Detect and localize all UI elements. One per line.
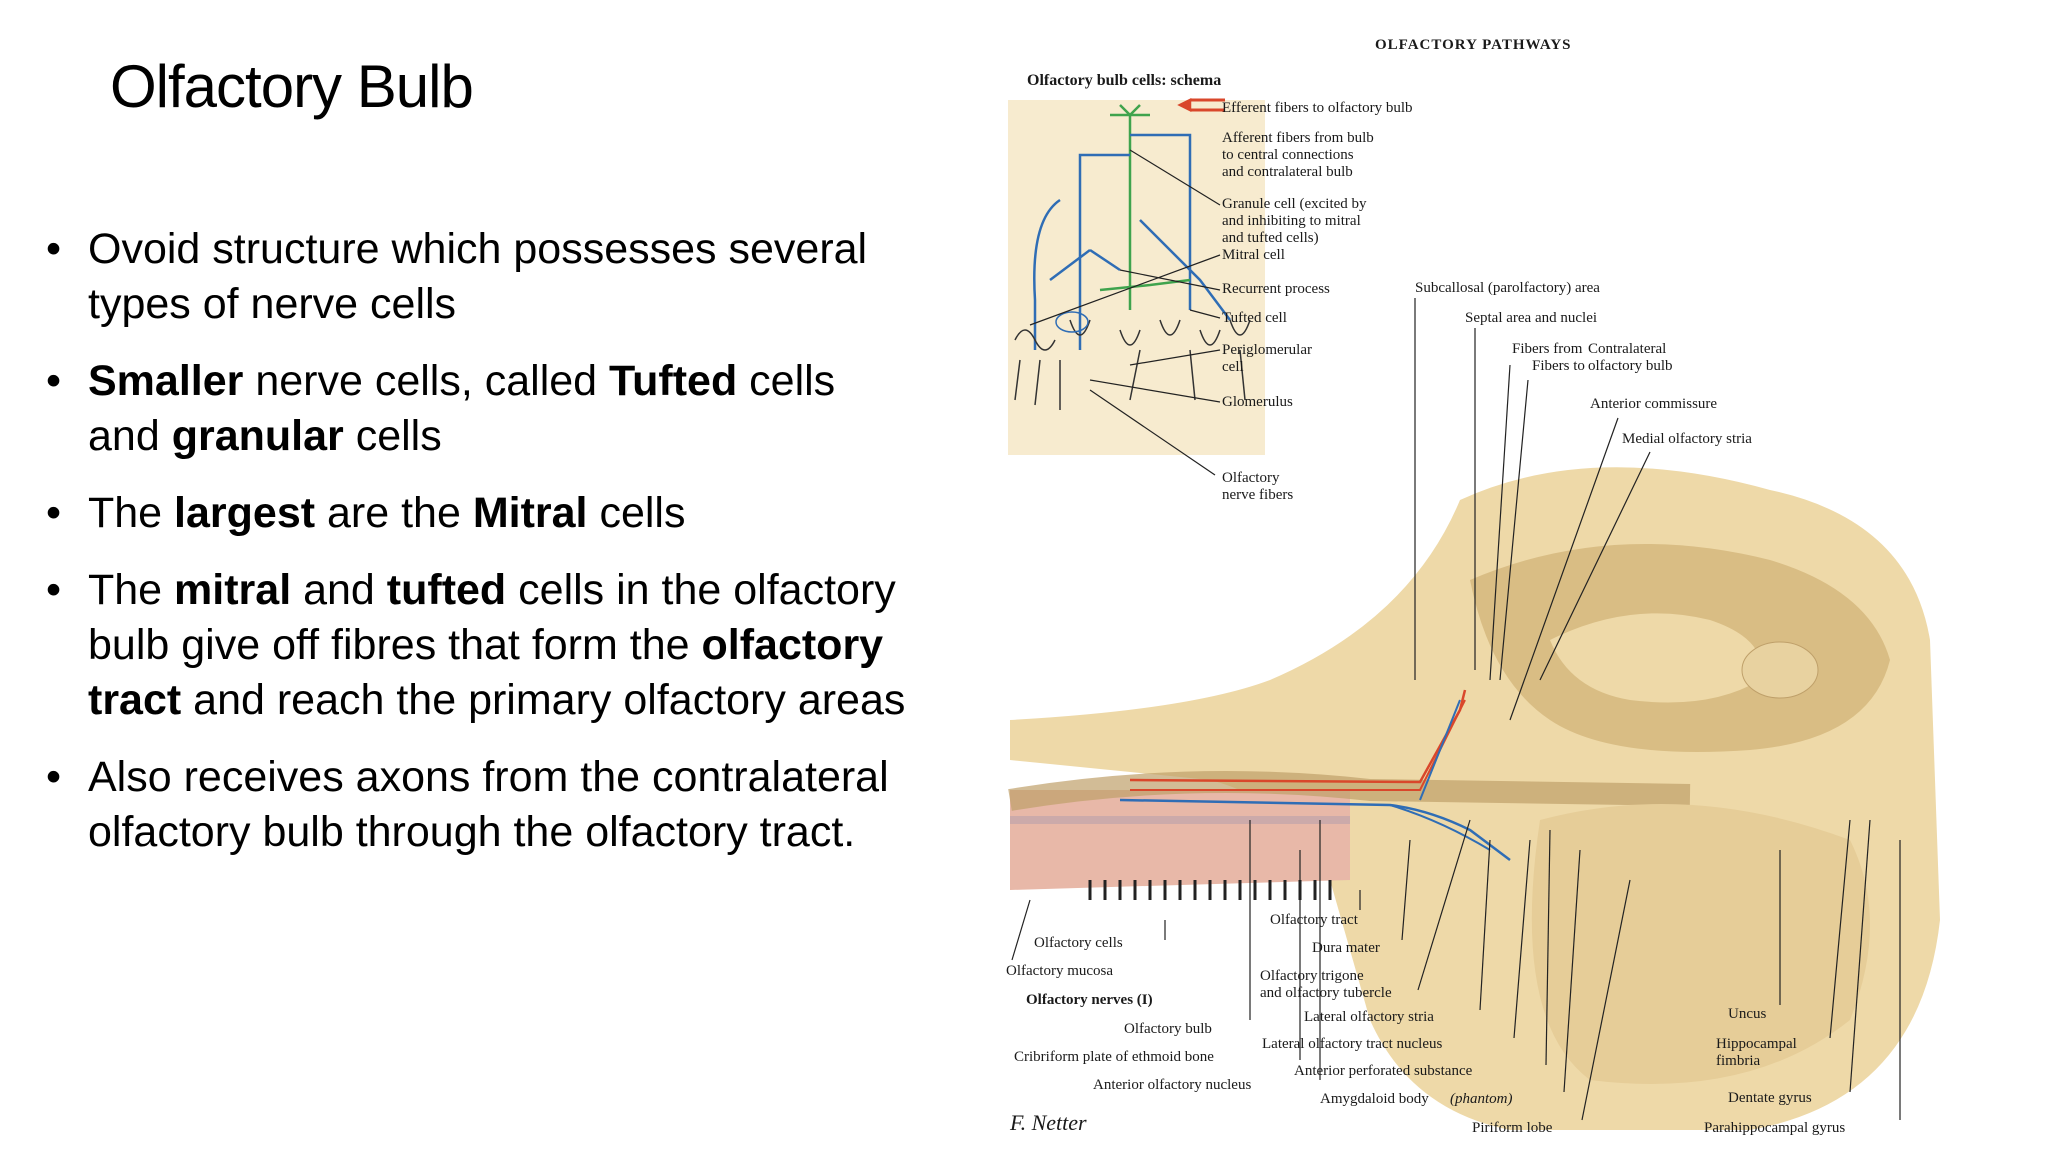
figure-svg: OLFACTORY PATHWAYS Olfactory bulb cells:… [1006, 37, 1940, 1136]
label-olfactory-nerves: Olfactory nerves (I) [1026, 992, 1153, 1008]
brain-illustration [1008, 467, 1940, 1131]
label-medial-stria: Medial olfactory stria [1622, 431, 1752, 447]
label-granule-2: and inhibiting to mitral [1222, 213, 1361, 229]
bullet-text: The [88, 566, 175, 614]
label-nerve-fibers-1: Olfactory [1222, 470, 1280, 486]
bullet-bold-text: mitral [174, 566, 292, 614]
olfactory-pathways-figure: OLFACTORY PATHWAYS Olfactory bulb cells:… [990, 20, 1950, 1152]
schema-panel [1008, 100, 1265, 455]
label-anterior-commissure: Anterior commissure [1590, 396, 1717, 412]
label-mitral: Mitral cell [1222, 247, 1285, 263]
bullet-bold-text: Tufted [609, 357, 738, 405]
label-afferent-1: Afferent fibers from bulb [1222, 130, 1374, 146]
label-tufted: Tufted cell [1222, 310, 1287, 326]
label-glomerulus: Glomerulus [1222, 394, 1293, 410]
figure-header: OLFACTORY PATHWAYS [1375, 37, 1572, 53]
label-lateral-stria: Lateral olfactory stria [1304, 1009, 1434, 1025]
bullet-list: Ovoid structure which possesses several … [46, 222, 916, 882]
label-contralateral-1: Contralateral [1588, 341, 1666, 357]
label-efferent: Efferent fibers to olfactory bulb [1222, 100, 1413, 116]
right-labels: Subcallosal (parolfactory) area Septal a… [1415, 280, 1752, 447]
label-contralateral-2: olfactory bulb [1588, 358, 1673, 374]
schema-labels: Efferent fibers to olfactory bulb Affere… [1222, 100, 1413, 503]
label-olfactory-tract: Olfactory tract [1270, 912, 1359, 928]
label-subcallosal: Subcallosal (parolfactory) area [1415, 280, 1600, 296]
label-septal: Septal area and nuclei [1465, 310, 1597, 326]
label-granule-1: Granule cell (excited by [1222, 196, 1367, 212]
bullet-item: The mitral and tufted cells in the olfac… [46, 563, 916, 728]
bullet-text: Ovoid structure which possesses several … [88, 225, 868, 328]
bullet-text: cells [343, 412, 442, 460]
schema-leader-lines [1029, 149, 1221, 476]
label-phantom: (phantom) [1450, 1091, 1513, 1107]
artist-signature: F. Netter [1009, 1110, 1087, 1135]
label-afferent-2: to central connections [1222, 147, 1354, 163]
label-trigone-2: and olfactory tubercle [1260, 985, 1392, 1001]
bullet-item: The largest are the Mitral cells [46, 486, 916, 541]
label-dura: Dura mater [1312, 940, 1380, 956]
bullet-text: nerve cells, called [243, 357, 610, 405]
bottom-labels: Olfactory cells Olfactory mucosa Olfacto… [1006, 912, 1845, 1136]
bullet-text: are the [315, 489, 473, 537]
label-cribriform: Cribriform plate of ethmoid bone [1014, 1049, 1214, 1065]
bullet-bold-text: Mitral [472, 489, 588, 537]
glomeruli [1014, 311, 1251, 410]
bullet-text: cells in the olfactory bulb give off fib… [88, 566, 896, 669]
bullet-text: and reach the primary olfactory areas [181, 676, 906, 724]
label-parahippocampal: Parahippocampal gyrus [1704, 1120, 1845, 1136]
label-piriform: Piriform lobe [1472, 1120, 1553, 1136]
slide-title: Olfactory Bulb [110, 53, 474, 120]
label-periglomerular-1: Periglomerular [1222, 342, 1312, 358]
label-afferent-3: and contralateral bulb [1222, 164, 1353, 180]
label-fibers-from: Fibers from [1512, 341, 1583, 357]
label-perforated: Anterior perforated substance [1294, 1063, 1473, 1079]
label-fibers-to: Fibers to [1532, 358, 1585, 374]
bottom-leader-lines [1011, 819, 1901, 1121]
bullet-bold-text: olfactory tract [88, 621, 884, 724]
bullet-item: Smaller nerve cells, called Tufted cells… [46, 354, 916, 464]
bullet-text: cells and [88, 357, 836, 460]
label-granule-3: and tufted cells) [1222, 230, 1319, 246]
bullet-bold-text: Smaller [88, 357, 244, 405]
bullet-text: The [88, 489, 175, 537]
label-dentate: Dentate gyrus [1728, 1090, 1812, 1106]
bullet-item: Ovoid structure which possesses several … [46, 222, 916, 332]
bullet-text: cells [587, 489, 686, 537]
label-anterior-nucleus: Anterior olfactory nucleus [1093, 1077, 1251, 1093]
bullet-item: Also receives axons from the contralater… [46, 750, 916, 860]
bullet-text: and [291, 566, 387, 614]
bullet-text: Also receives axons from the contralater… [88, 753, 889, 856]
bullet-bold-text: tufted [386, 566, 507, 614]
label-amygdaloid: Amygdaloid body [1320, 1091, 1429, 1107]
bullet-bold-text: granular [171, 412, 344, 460]
right-leader-lines [1414, 298, 1651, 721]
label-olfactory-bulb: Olfactory bulb [1124, 1021, 1212, 1037]
label-uncus: Uncus [1728, 1006, 1766, 1022]
label-trigone-1: Olfactory trigone [1260, 968, 1364, 984]
schema-title: Olfactory bulb cells: schema [1027, 72, 1221, 89]
schema-neurons [1033, 97, 1231, 350]
label-lateral-tract-nucleus: Lateral olfactory tract nucleus [1262, 1036, 1442, 1052]
label-hippocampal-2: fimbria [1716, 1053, 1760, 1069]
label-olfactory-cells: Olfactory cells [1034, 935, 1123, 951]
bullet-bold-text: largest [174, 489, 316, 537]
label-recurrent: Recurrent process [1222, 281, 1330, 297]
label-periglomerular-2: cell [1222, 359, 1244, 375]
label-olfactory-mucosa: Olfactory mucosa [1006, 963, 1113, 979]
label-nerve-fibers-2: nerve fibers [1222, 487, 1293, 503]
label-hippocampal-1: Hippocampal [1716, 1036, 1797, 1052]
